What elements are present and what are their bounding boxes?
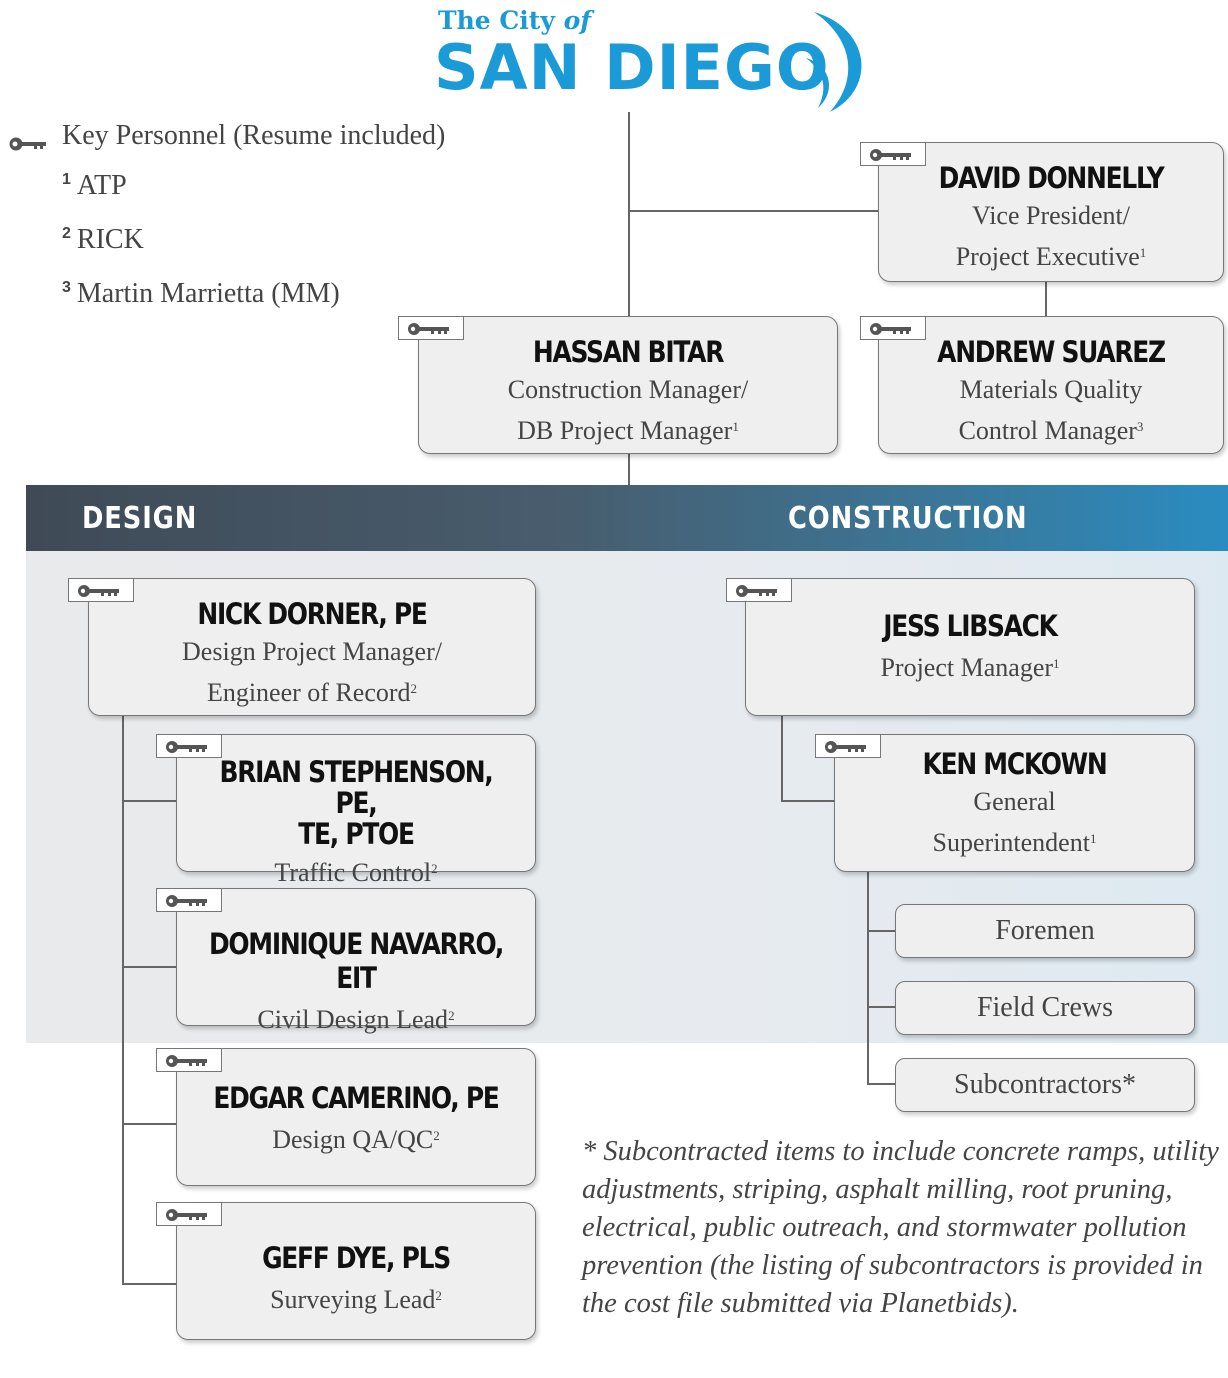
person-name: KEN MCKOWN [922, 747, 1108, 781]
connector-line [122, 966, 176, 968]
person-role: Vice President/ [971, 201, 1130, 230]
key-personnel-tag [860, 316, 926, 340]
legend-item: 1 ATP [62, 170, 127, 202]
person-card-camerino: EDGAR CAMERINO, PE Design QA/QC2 [176, 1048, 536, 1186]
key-icon [78, 585, 119, 597]
connector-line [867, 1006, 895, 1008]
person-role: DB Project Manager1 [517, 416, 739, 445]
person-name: ANDREW SUAREZ [937, 335, 1166, 369]
crew-box-subcontractors: Subcontractors* [895, 1058, 1195, 1112]
section-design-label: DESIGN [82, 501, 198, 536]
legend-item: 3 Martin Marrietta (MM) [62, 278, 340, 310]
connector-line [867, 930, 895, 932]
person-name: DOMINIQUE NAVARRO, EIT [208, 927, 504, 995]
connector-line [867, 1083, 895, 1085]
legend-number: 3 [62, 278, 71, 296]
legend-label: RICK [76, 224, 144, 255]
person-role: Materials Quality [959, 375, 1143, 404]
key-personnel-tag [815, 734, 881, 758]
person-role: Design QA/QC2 [272, 1125, 440, 1154]
person-role: Project Manager1 [880, 653, 1060, 682]
key-icon [166, 895, 207, 907]
legend-label: ATP [76, 170, 127, 201]
key-icon [825, 741, 866, 753]
key-icon [9, 137, 46, 151]
person-name: DAVID DONNELLY [938, 161, 1165, 195]
person-role: General [973, 787, 1056, 816]
connector-line [1045, 282, 1047, 316]
person-name: GEFF DYE, PLS [262, 1241, 451, 1275]
person-role: Surveying Lead2 [270, 1285, 442, 1314]
crew-box-field-crews: Field Crews [895, 981, 1195, 1035]
key-personnel-tag [68, 578, 134, 602]
person-card-dye: GEFF DYE, PLS Surveying Lead2 [176, 1202, 536, 1340]
person-role: Engineer of Record2 [206, 678, 418, 707]
key-personnel-tag [726, 578, 792, 602]
person-role: Construction Manager/ [507, 375, 749, 404]
person-card-libsack: JESS LIBSACK Project Manager1 [745, 578, 1195, 716]
person-name: TE, PTOE [298, 817, 415, 851]
connector-line [781, 716, 783, 802]
person-card-stephenson: BRIAN STEPHENSON, PE, TE, PTOE Traffic C… [176, 734, 536, 887]
person-role: Design Project Manager/ [182, 637, 442, 666]
connector-line [122, 716, 124, 1284]
logo-waves-icon [806, 12, 862, 112]
key-icon [166, 1209, 207, 1221]
logo-subtitle: The City of [438, 6, 591, 35]
connector-line [867, 870, 869, 1084]
person-name: HASSAN BITAR [532, 335, 725, 369]
person-card-suarez: ANDREW SUAREZ Materials Quality Control … [878, 316, 1224, 454]
key-personnel-tag [860, 142, 926, 166]
connector-line [628, 454, 630, 486]
connector-line [781, 800, 835, 802]
legend-label: Martin Marrietta (MM) [76, 278, 340, 309]
key-icon [166, 741, 207, 753]
legend-item: 2 RICK [62, 224, 144, 256]
person-card-mckown: KEN MCKOWN General Superintendent1 [834, 734, 1195, 872]
legend-number: 1 [62, 170, 71, 188]
person-role: Superintendent1 [932, 828, 1097, 857]
legend-key-label: Key Personnel (Resume included) [62, 120, 446, 151]
logo-title: SAN DIEGO [434, 31, 830, 104]
person-name: EDGAR CAMERINO, PE [213, 1081, 499, 1115]
key-icon [870, 149, 911, 161]
person-card-navarro: DOMINIQUE NAVARRO, EIT Civil Design Lead… [176, 888, 536, 1034]
person-name: NICK DORNER, PE [197, 597, 428, 631]
key-personnel-tag [156, 888, 222, 912]
section-header-band: DESIGN CONSTRUCTION [26, 485, 1228, 551]
connector-line [628, 112, 630, 316]
connector-line [122, 1283, 176, 1285]
connector-line [122, 800, 176, 802]
person-role: Project Executive1 [955, 242, 1147, 271]
subcontractor-footnote: * Subcontracted items to include concret… [582, 1136, 1219, 1319]
key-personnel-tag [156, 1202, 222, 1226]
person-role: Civil Design Lead2 [257, 1005, 455, 1034]
key-icon [408, 323, 449, 335]
key-icon [870, 323, 911, 335]
person-role: Control Manager3 [958, 416, 1144, 445]
logo-city-text: The City [438, 6, 555, 35]
connector-line [122, 1123, 176, 1125]
key-icon [736, 585, 777, 597]
person-card-bitar: HASSAN BITAR Construction Manager/ DB Pr… [418, 316, 838, 454]
legend-number: 2 [62, 224, 71, 242]
logo-of-text: of [563, 6, 592, 35]
person-role: Traffic Control2 [274, 858, 438, 887]
key-personnel-tag [156, 734, 222, 758]
key-icon [166, 1055, 207, 1067]
person-card-donnelly: DAVID DONNELLY Vice President/ Project E… [878, 142, 1224, 282]
key-personnel-tag [398, 316, 464, 340]
section-construction-label: CONSTRUCTION [788, 501, 1028, 536]
person-name: JESS LIBSACK [883, 609, 1058, 643]
connector-line [628, 210, 880, 212]
key-personnel-tag [156, 1048, 222, 1072]
person-card-dorner: NICK DORNER, PE Design Project Manager/ … [88, 578, 536, 716]
person-name: BRIAN STEPHENSON, PE, [219, 755, 493, 820]
crew-box-foremen: Foremen [895, 904, 1195, 958]
